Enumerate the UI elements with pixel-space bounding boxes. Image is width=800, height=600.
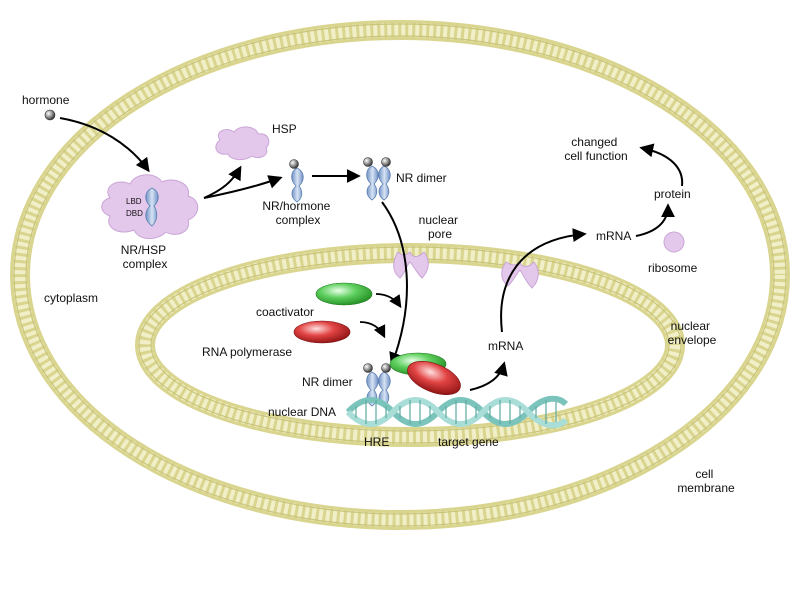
cytoplasm-label: cytoplasm	[44, 291, 98, 305]
dbd-label: DBD	[126, 209, 143, 218]
nuclear-dna-label: nuclear DNA	[268, 405, 336, 419]
nr-dimer-nucleus: NR dimer	[302, 363, 391, 407]
coactivator: coactivator	[256, 282, 373, 319]
arrow-coactivator	[375, 293, 402, 309]
hre-label: HRE	[364, 435, 389, 449]
target-gene-label: target gene	[438, 435, 499, 449]
nr-dimer-label: NR dimer	[396, 171, 447, 185]
rna-polymerase-bound	[407, 361, 461, 395]
nuclear-pore-label: nuclear pore	[419, 213, 462, 241]
rna-polymerase: RNA polymerase	[202, 320, 351, 359]
ribosome-label: ribosome	[648, 261, 698, 275]
nr-dimer-nucleus-label: NR dimer	[302, 375, 353, 389]
hormone: hormone	[22, 93, 70, 121]
protein-label: protein	[654, 187, 691, 201]
arrow-transcription	[469, 361, 508, 391]
nuclear-envelope-label: nuclear envelope	[668, 319, 717, 347]
mrna-cytoplasm-label: mRNA	[596, 229, 631, 243]
arrow-to-nr-hormone	[203, 175, 283, 199]
arrow-mrna-export	[500, 228, 587, 333]
arrow-translation	[635, 203, 675, 237]
nr-hsp-complex: LBD DBD NR/HSP complex	[101, 174, 199, 271]
ribosome: ribosome	[648, 231, 698, 275]
mrna-nucleus-label: mRNA	[488, 339, 523, 353]
hormone-label: hormone	[22, 93, 70, 107]
nr-hormone-complex-label: NR/hormone complex	[262, 199, 333, 227]
rna-polymerase-label: RNA polymerase	[202, 345, 292, 359]
cell-membrane-label: cell membrane	[677, 467, 735, 495]
arrow-cell-function	[639, 143, 684, 187]
arrow-rna-polymerase	[359, 321, 386, 339]
coactivator-label: coactivator	[256, 305, 314, 319]
arrow-to-hsp	[203, 165, 242, 199]
hsp-protein: HSP	[215, 122, 297, 161]
cell-membrane	[10, 20, 790, 530]
changed-cell-function-label: changed cell function	[564, 135, 627, 163]
nr-hormone-complex: NR/hormone complex	[262, 159, 333, 227]
hsp-label: HSP	[272, 122, 297, 136]
lbd-label: LBD	[126, 197, 142, 206]
nuclear-dna: nuclear DNA	[268, 395, 569, 429]
arrow-into-nucleus	[381, 201, 408, 367]
nr-dimer-cytoplasm: NR dimer	[363, 157, 447, 201]
arrow-hormone-binding	[59, 117, 150, 173]
nr-hsp-complex-label: NR/HSP complex	[121, 243, 169, 271]
nuclear-pore-left	[393, 251, 429, 279]
